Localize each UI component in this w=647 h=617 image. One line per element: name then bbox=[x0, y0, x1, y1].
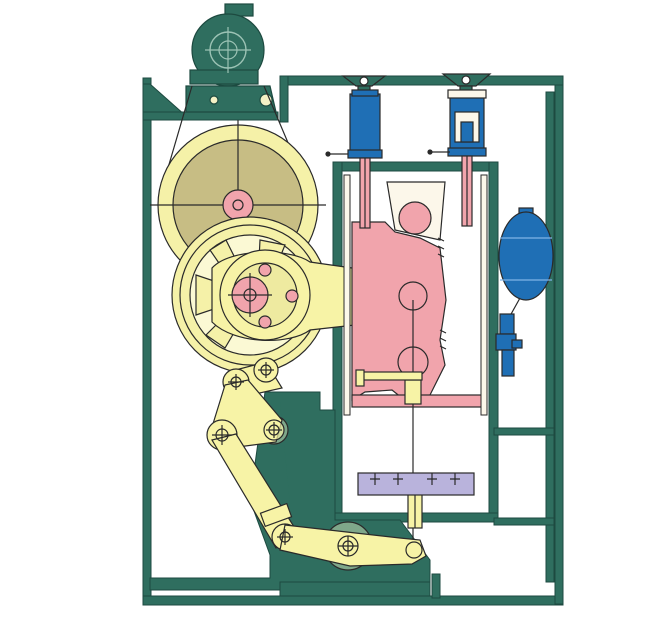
guide-rails bbox=[343, 174, 488, 416]
hydraulic-cylinder-left bbox=[325, 75, 387, 229]
ram-shaft bbox=[355, 300, 423, 560]
toggle-linkage bbox=[206, 357, 427, 571]
hydraulic-cylinder-right bbox=[427, 73, 492, 227]
die-plate bbox=[357, 472, 475, 496]
electric-motor bbox=[185, 3, 277, 113]
accumulator bbox=[495, 207, 554, 377]
